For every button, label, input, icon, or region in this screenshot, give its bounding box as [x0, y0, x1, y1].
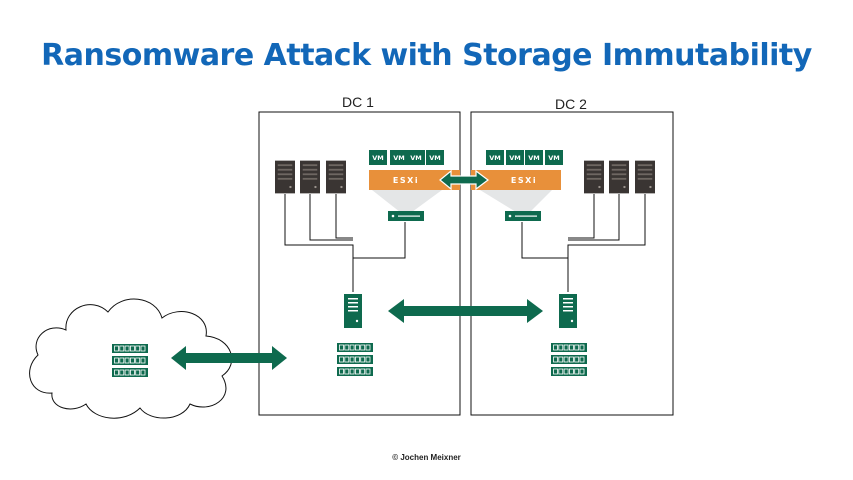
dc2-esxi-label: ESXi [511, 176, 537, 185]
dc2-box [470, 111, 674, 416]
page-title: Ransomware Attack with Storage Immutabil… [41, 38, 812, 73]
dc2-server-2-icon [609, 160, 629, 194]
dc1-vm-2: VM [393, 154, 405, 162]
storage-replication-arrow-icon [388, 299, 543, 323]
dc1-label: DC 1 [342, 94, 374, 110]
cloud-storage-shelf-icon [112, 356, 148, 365]
dc2-server-1-icon [584, 160, 604, 194]
dc2-server-3-icon [635, 160, 655, 194]
dc1-vm-4: VM [429, 154, 441, 162]
dc2-storage-controller-icon [559, 294, 577, 328]
dc1-esxi-bar [369, 170, 460, 190]
cloud-storage-shelf-icon [112, 344, 148, 353]
dc1-network-switch-icon [388, 211, 424, 221]
dc1-server-2-icon [300, 160, 320, 194]
dc1-box [258, 111, 461, 416]
vmotion-arrow-icon [439, 169, 489, 191]
dc2-network-switch-icon [505, 211, 541, 221]
dc1-vm-row: VM VM VM VM [369, 150, 444, 165]
dc2-cabling [521, 194, 646, 292]
dc1-vm-3: VM [410, 154, 422, 162]
dc1-cabling [284, 194, 406, 292]
dc2-vm-3: VM [528, 154, 540, 162]
cloud-link-arrow-icon [171, 346, 287, 370]
dc2-vm-4: VM [548, 154, 560, 162]
dc2-vm-1: VM [489, 154, 501, 162]
dc2-label: DC 2 [555, 96, 587, 112]
dc2-vm-2: VM [509, 154, 521, 162]
dc1-storage-shelf-icon [337, 367, 373, 376]
dc1-connection-cone [372, 190, 442, 212]
dc1-storage-controller-icon [344, 294, 362, 328]
dc2-storage-shelf-icon [551, 355, 587, 364]
dc2-storage-shelf-icon [551, 343, 587, 352]
dc1-server-1-icon [275, 160, 295, 194]
cloud-storage-shelf-icon [112, 368, 148, 377]
dc1-storage-shelf-icon [337, 355, 373, 364]
dc2-connection-cone [480, 190, 552, 212]
dc2-storage-shelf-icon [551, 367, 587, 376]
dc1-esxi-label: ESXi [393, 176, 419, 185]
dc1-storage-shelf-icon [337, 343, 373, 352]
dc2-esxi-bar [471, 170, 561, 190]
dc1-server-3-icon [326, 160, 346, 194]
copyright-credit: © Jochen Meixner [392, 453, 461, 462]
dc2-vm-row: VM VM VM VM [486, 150, 563, 165]
dc1-vm-1: VM [372, 154, 384, 162]
